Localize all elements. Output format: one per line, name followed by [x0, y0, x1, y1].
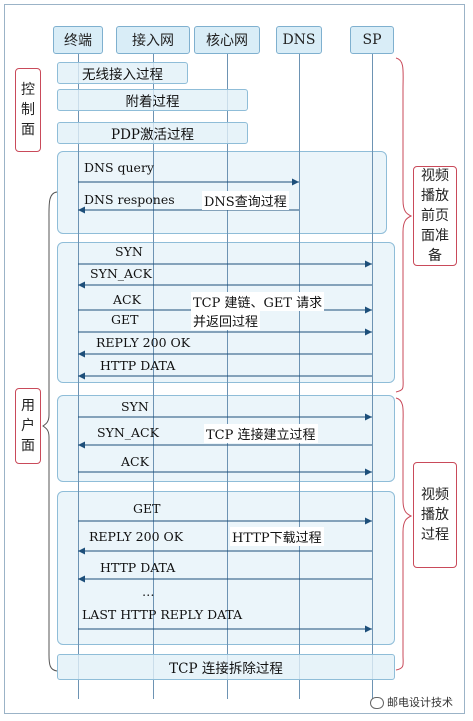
step-wireless-access: 无线接入过程	[57, 62, 188, 84]
msg-http-data-1: HTTP DATA	[100, 358, 176, 373]
msg-dns-query: DNS query	[84, 160, 154, 175]
msg-dns-respones: DNS respones	[84, 192, 175, 207]
wechat-icon	[370, 697, 384, 709]
participant-terminal: 终端	[53, 26, 103, 54]
note-tcp-get-2: 并返回过程	[191, 311, 261, 330]
msg-get-2: GET	[133, 501, 161, 516]
lifeline-sp	[372, 54, 373, 699]
participant-dns: DNS	[276, 26, 322, 54]
msg-ack-2: ACK	[121, 454, 149, 469]
msg-syn-ack-2: SYN_ACK	[97, 425, 159, 440]
participant-core-network: 核心网	[194, 26, 260, 54]
bracket-video-prep	[395, 57, 413, 393]
msg-http-data-2: HTTP DATA	[100, 560, 176, 575]
http-download-group-box	[57, 491, 395, 645]
label-video-play: 视频播放过程	[413, 462, 457, 568]
msg-last-http-reply: LAST HTTP REPLY DATA	[82, 607, 243, 622]
note-http-download: HTTP下载过程	[230, 527, 324, 546]
diagram-frame	[4, 4, 465, 714]
participant-sp: SP	[350, 26, 394, 54]
msg-ack-1: ACK	[113, 292, 141, 307]
note-tcp-setup: TCP 连接建立过程	[204, 424, 318, 443]
msg-ellipsis: …	[142, 584, 155, 599]
label-video-prep: 视频播放前页面准备	[413, 166, 457, 266]
msg-syn-2: SYN	[121, 399, 149, 414]
step-attach: 附着过程	[57, 89, 248, 111]
msg-reply-2: REPLY 200 OK	[89, 529, 184, 544]
msg-get-1: GET	[111, 312, 139, 327]
msg-syn-ack-1: SYN_ACK	[90, 266, 152, 281]
step-pdp-activation: PDP激活过程	[57, 122, 248, 144]
label-control-plane: 控制面	[15, 68, 41, 152]
msg-reply-1: REPLY 200 OK	[96, 335, 191, 350]
label-user-plane: 用户面	[15, 388, 41, 464]
watermark: 邮电设计技术	[370, 694, 453, 710]
note-dns-lookup: DNS查询过程	[202, 191, 289, 210]
msg-syn-1: SYN	[115, 244, 143, 259]
step-tcp-teardown: TCP 连接拆除过程	[57, 654, 395, 680]
bracket-video-play	[395, 397, 413, 671]
note-tcp-get-1: TCP 建链、GET 请求	[191, 292, 325, 311]
participant-access-network: 接入网	[116, 26, 190, 54]
bracket-user-plane	[42, 191, 58, 672]
